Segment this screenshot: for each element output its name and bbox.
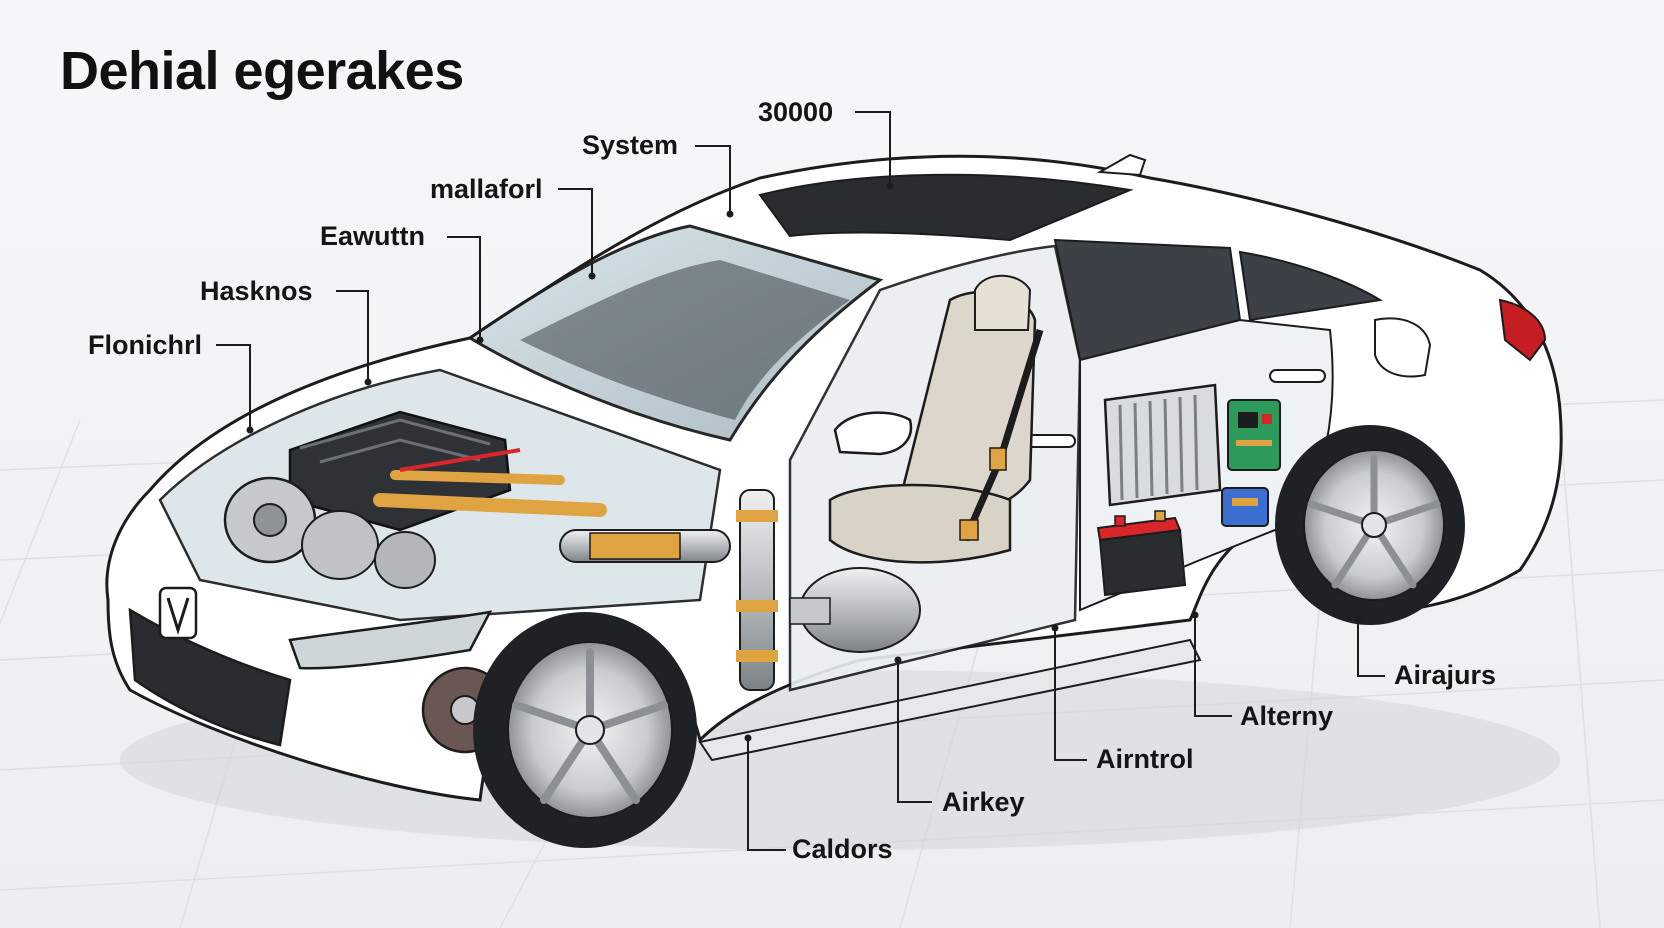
sunroof	[758, 173, 1134, 242]
leader-lines	[216, 111, 1385, 851]
leader-flonichrl	[216, 344, 251, 430]
leader-eawuttn	[447, 236, 481, 340]
rear-door-handle	[1269, 369, 1326, 383]
label-airntrol: Airntrol	[1096, 744, 1194, 774]
label-airajurs: Airajurs	[1394, 660, 1497, 690]
engine	[223, 410, 607, 589]
driver-seat	[828, 274, 1044, 564]
antenna-fin	[1096, 153, 1147, 177]
leader-dots	[246, 182, 1362, 742]
side-skirt	[698, 638, 1202, 762]
pipe-assembly	[559, 489, 921, 691]
leader-mallaforl	[558, 188, 593, 276]
headlight	[288, 610, 493, 670]
leader-caldors	[747, 738, 786, 851]
label-airkey: Airkey	[942, 787, 1025, 817]
rear-wheel	[1275, 425, 1465, 625]
dashboard-shadow	[520, 260, 850, 420]
label-mallaforl: mallaforl	[430, 174, 543, 204]
label-system: System	[582, 130, 679, 160]
label-eawuttn: Eawuttn	[320, 221, 425, 251]
leader-alterny	[1194, 615, 1232, 717]
quarter-window	[1238, 250, 1383, 322]
leader-airntrol	[1054, 628, 1087, 761]
leader-30000	[855, 111, 891, 186]
control-module	[1227, 399, 1281, 471]
sensor-module	[1221, 487, 1269, 527]
front-wheel	[473, 612, 697, 848]
label-flonichrl: Flonichrl	[88, 330, 202, 360]
battery	[1096, 510, 1187, 597]
label-alterny: Alterny	[1240, 701, 1334, 731]
taillight	[1498, 298, 1547, 362]
leader-airkey	[897, 660, 932, 803]
side-mirror	[833, 411, 913, 456]
brand-logo	[158, 586, 198, 640]
fuel-door	[1374, 317, 1432, 378]
label-caldors: Caldors	[792, 834, 893, 864]
radiator-unit	[1103, 383, 1222, 507]
leader-system	[695, 145, 731, 214]
diagram-title: Dehial egerakes	[60, 41, 464, 101]
label-30000: 30000	[758, 97, 834, 127]
leader-hasknos	[336, 290, 369, 382]
leader-airajurs	[1357, 620, 1385, 677]
label-hasknos: Hasknos	[200, 276, 313, 306]
